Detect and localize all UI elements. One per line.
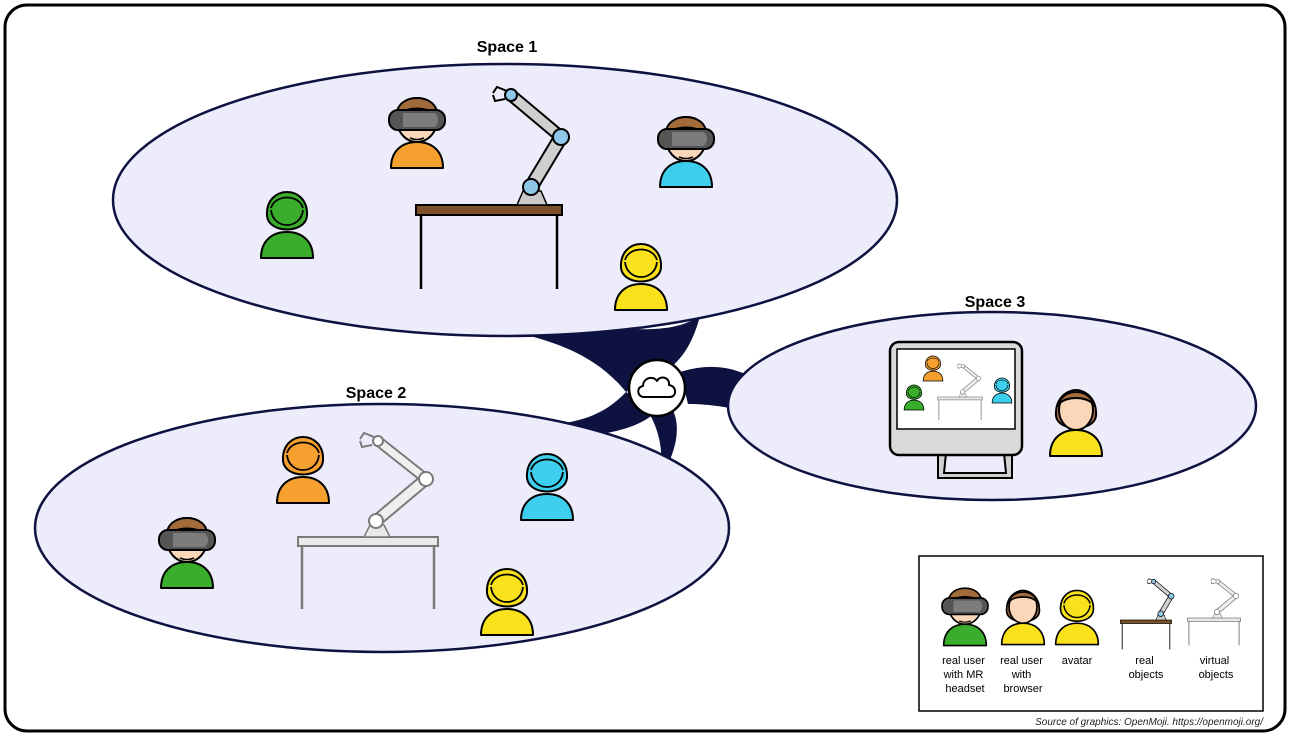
- legend-item-virtual-objects: virtual objects: [1187, 578, 1240, 681]
- legend-label-line: objects: [1199, 669, 1234, 681]
- svg-text:real user with MR: real user with MR headset: [942, 655, 988, 695]
- legend-item-mr-headset: real user with MR headset: [941, 587, 989, 695]
- space-3-monitor: [888, 340, 1024, 479]
- legend-label-line: with: [1011, 669, 1032, 681]
- legend-label-line: objects: [1129, 669, 1164, 681]
- cloud-icon: [637, 376, 677, 398]
- svg-text:real user with: real user with browser: [1000, 655, 1046, 695]
- legend-item-avatar: avatar: [1054, 589, 1100, 667]
- legend-label-line: real user: [1000, 655, 1043, 667]
- space-2-title: Space 2: [346, 385, 407, 402]
- legend-label-line: avatar: [1062, 655, 1093, 667]
- legend-label-line: headset: [945, 683, 984, 695]
- space-1-title: Space 1: [477, 39, 538, 56]
- cloud-hub: [627, 358, 687, 418]
- svg-text:real objects: real objects: [1129, 655, 1164, 681]
- svg-text:virtual objects: virtual objects: [1199, 655, 1234, 681]
- legend-label-line: real: [1135, 655, 1153, 667]
- legend-label-line: browser: [1003, 683, 1042, 695]
- legend-item-browser: real user with browser: [1000, 589, 1046, 695]
- legend-label-line: virtual: [1200, 655, 1229, 667]
- legend: real user with MR headset real user with…: [918, 555, 1264, 712]
- graphics-credit: Source of graphics: OpenMoji. https://op…: [1035, 717, 1264, 728]
- legend-label-line: with MR: [943, 669, 984, 681]
- space-3-title: Space 3: [965, 294, 1026, 311]
- svg-text:avatar: avatar: [1062, 655, 1093, 667]
- legend-item-real-objects: real objects: [1120, 579, 1174, 681]
- legend-label-line: real user: [942, 655, 985, 667]
- space-1-region: [111, 62, 899, 338]
